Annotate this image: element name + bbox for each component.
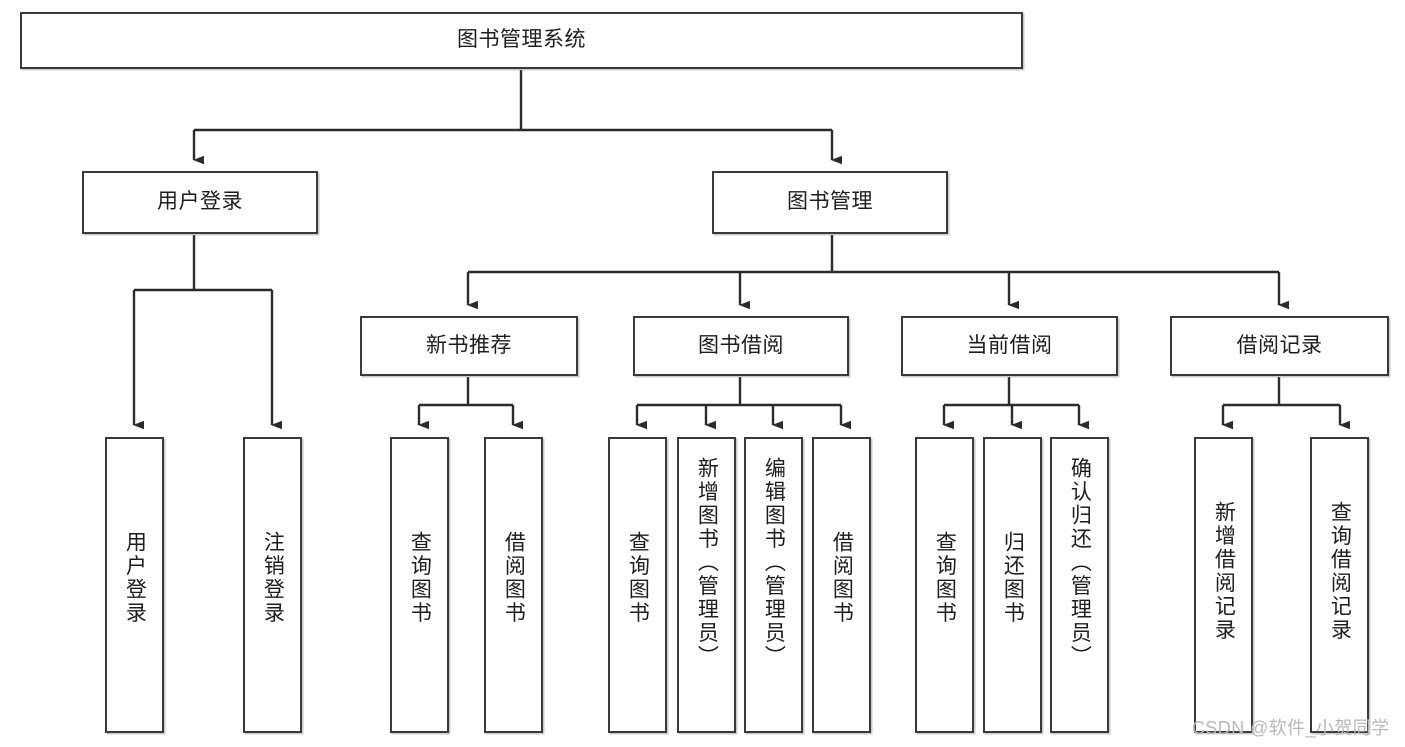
node-current-borrowing[interactable]: 当前借阅	[901, 316, 1118, 376]
node-new-book-recommendation[interactable]: 新书推荐	[360, 316, 578, 376]
node-label: 用户登录	[123, 531, 147, 625]
leaf-book-borrow-borrow-books[interactable]: 借阅图书	[812, 437, 871, 733]
leaf-book-borrow-edit-book-admin[interactable]: 编辑图书（管理员）	[744, 437, 803, 733]
node-label: 确认归还（管理员）	[1068, 457, 1092, 669]
leaf-new-book-query-books[interactable]: 查询图书	[390, 437, 449, 733]
node-borrowing-record[interactable]: 借阅记录	[1170, 316, 1389, 376]
leaf-current-borrow-return-books[interactable]: 归还图书	[983, 437, 1042, 733]
node-label: 借阅记录	[1236, 333, 1323, 357]
node-label: 用户登录	[157, 190, 243, 214]
node-root-book-management-system[interactable]: 图书管理系统	[20, 12, 1023, 69]
node-label: 注销登录	[261, 531, 285, 625]
node-label: 新增图书（管理员）	[695, 457, 719, 669]
node-label: 归还图书	[1001, 531, 1025, 625]
node-book-borrowing[interactable]: 图书借阅	[633, 316, 849, 376]
leaf-user-login-sign-in[interactable]: 用户登录	[105, 437, 164, 733]
leaf-borrow-record-query-record[interactable]: 查询借阅记录	[1310, 437, 1369, 733]
node-label: 当前借阅	[966, 333, 1053, 357]
leaf-current-borrow-query-books[interactable]: 查询图书	[915, 437, 974, 733]
node-label: 借阅图书	[830, 531, 854, 625]
leaf-book-borrow-add-book-admin[interactable]: 新增图书（管理员）	[677, 437, 736, 733]
node-label: 新增借阅记录	[1212, 501, 1236, 642]
node-label: 查询借阅记录	[1328, 501, 1352, 642]
leaf-user-login-sign-out[interactable]: 注销登录	[243, 437, 302, 733]
watermark-text: CSDN @软件_小贺同学	[1192, 718, 1390, 738]
node-label: 查询图书	[408, 531, 432, 625]
node-label: 新书推荐	[426, 333, 512, 357]
node-label: 查询图书	[626, 531, 650, 625]
node-label: 编辑图书（管理员）	[762, 457, 786, 669]
leaf-book-borrow-query-books[interactable]: 查询图书	[608, 437, 667, 733]
leaf-borrow-record-add-record[interactable]: 新增借阅记录	[1194, 437, 1253, 733]
node-label: 借阅图书	[502, 531, 526, 625]
leaf-new-book-borrow-books[interactable]: 借阅图书	[484, 437, 543, 733]
node-user-login[interactable]: 用户登录	[82, 171, 318, 234]
node-label: 查询图书	[933, 531, 957, 625]
node-label: 图书管理系统	[457, 28, 586, 52]
leaf-current-borrow-confirm-return-admin[interactable]: 确认归还（管理员）	[1050, 437, 1109, 733]
node-label: 图书借阅	[698, 333, 784, 357]
node-label: 图书管理	[787, 190, 873, 214]
node-book-management[interactable]: 图书管理	[712, 171, 948, 234]
